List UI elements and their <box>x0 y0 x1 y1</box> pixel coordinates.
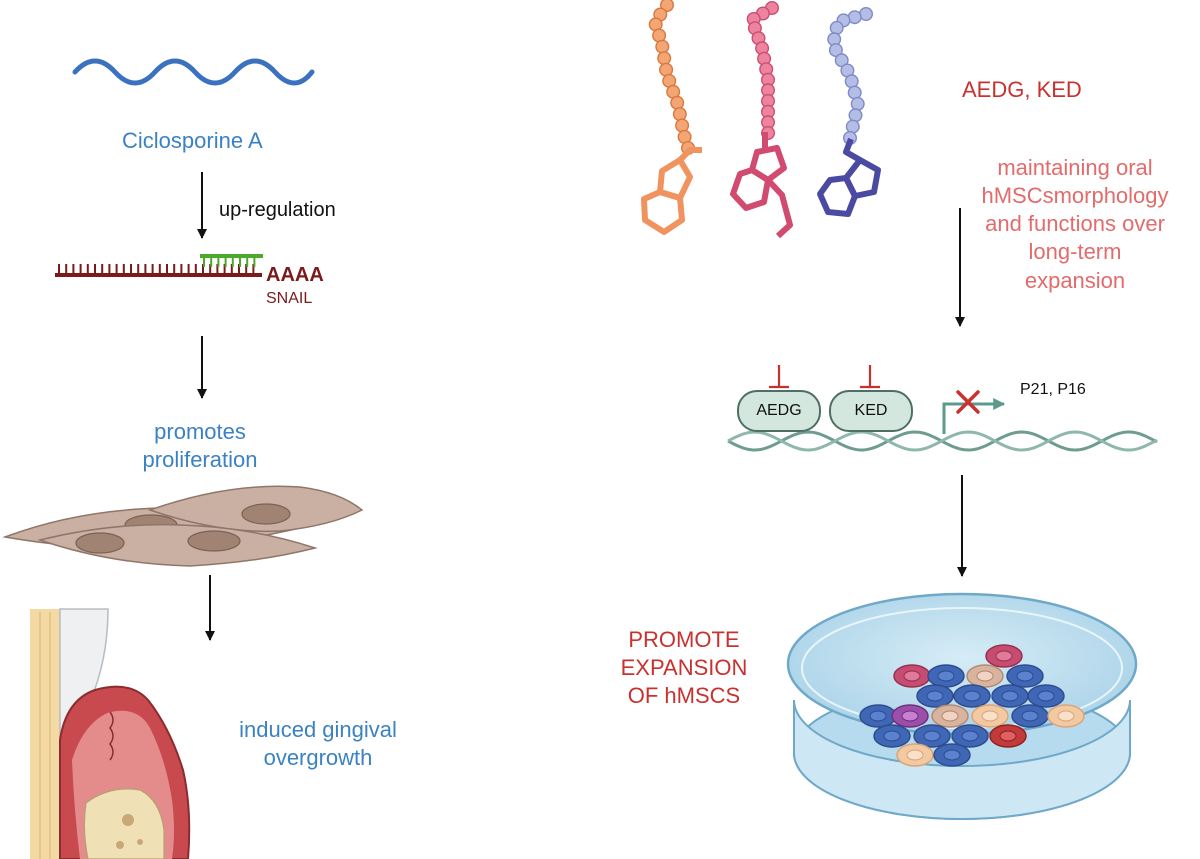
result-line-3: OF hMSCS <box>627 683 741 709</box>
maintain-label: maintaining oral hMSCsmorphology and fun… <box>975 154 1175 295</box>
indole-pink-icon <box>730 132 793 239</box>
transcription-start-arrow <box>942 398 1006 434</box>
result-line-1: PROMOTE <box>628 627 740 652</box>
peptides-label: AEDG, KED <box>962 77 1082 102</box>
ked-box-label: KED <box>854 402 888 419</box>
inhibition-markers <box>769 365 880 389</box>
ked-box-shape <box>829 390 913 432</box>
ciclosporine-wave <box>72 58 315 86</box>
stem-cell-colony <box>859 644 1085 767</box>
effect-label: promotes proliferation <box>120 418 280 474</box>
aedg-box-label: AEDG <box>756 402 802 419</box>
maintain-line-3: and functions over <box>985 211 1165 237</box>
indole-orange-icon <box>641 147 702 235</box>
gingival-overgrowth-icon <box>30 608 191 859</box>
result-line-2: EXPANSION <box>620 655 748 681</box>
outcome-label: induced gingival overgrowth <box>218 716 418 772</box>
aedg-box-shape <box>737 390 821 432</box>
peptide-chains-icon <box>648 0 874 155</box>
snail-mrna-icon <box>55 254 263 277</box>
dna-helix-icon <box>727 430 1158 452</box>
maintain-line-5: expansion <box>1024 267 1126 293</box>
indole-blue-icon <box>817 137 881 217</box>
outcome-line-1: induced gingival <box>239 717 397 742</box>
polya-tail-label: AAAA <box>266 264 324 286</box>
gene-label: SNAIL <box>266 290 313 307</box>
maintain-line-2: hMSCsmorphology <box>981 183 1169 209</box>
fibroblast-cells-icon <box>2 485 364 567</box>
effect-line-1: promotes <box>154 419 246 444</box>
outcome-line-2: overgrowth <box>263 745 373 771</box>
maintain-line-1: maintaining oral <box>997 155 1153 180</box>
petri-dish-icon <box>786 592 1138 820</box>
target-genes-label: P21, P16 <box>1020 381 1086 398</box>
drug-label: Ciclosporine A <box>122 128 263 153</box>
regulation-label: up-regulation <box>219 199 336 221</box>
blocked-transcription-icon <box>956 390 980 414</box>
result-label: PROMOTE EXPANSION OF hMSCS <box>614 626 754 710</box>
maintain-line-4: long-term <box>1028 239 1122 265</box>
effect-line-2: proliferation <box>142 447 258 473</box>
